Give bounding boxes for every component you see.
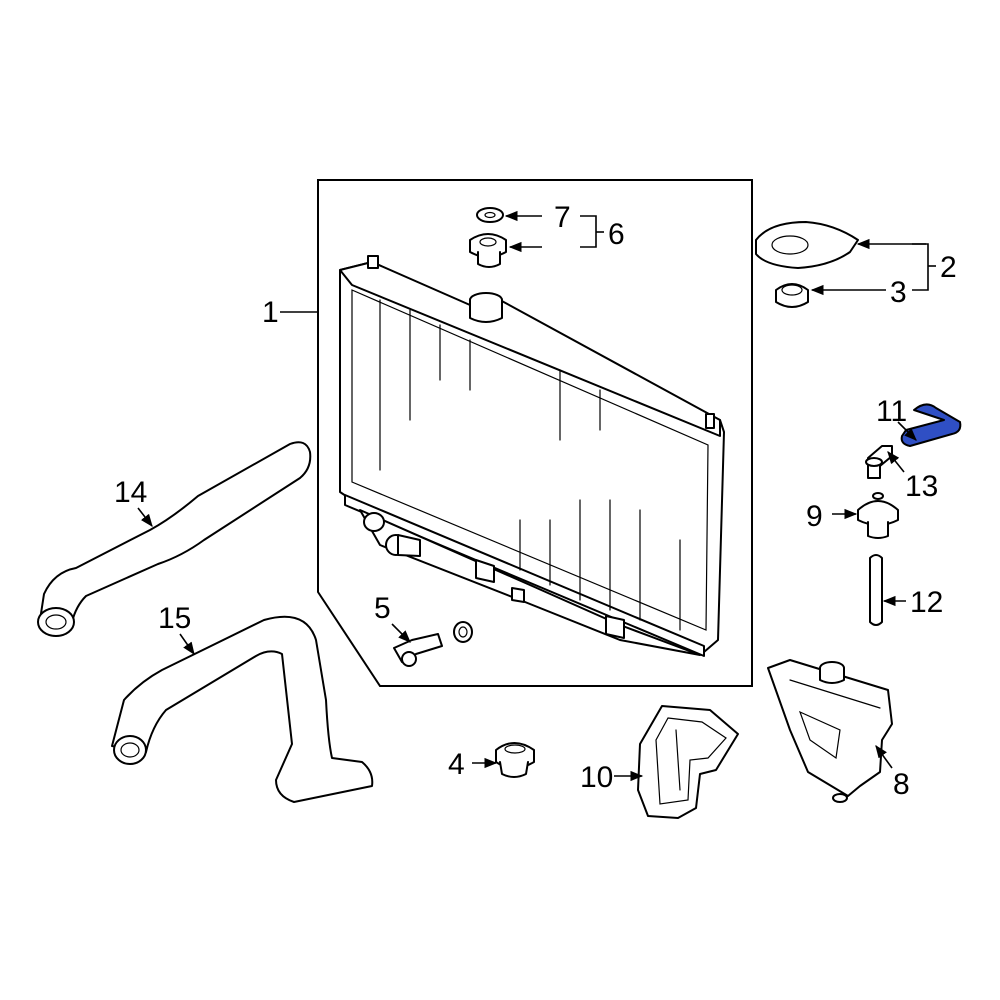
callout-11: 11 <box>876 395 907 428</box>
radiator-cap[interactable] <box>469 233 507 268</box>
callout-5: 5 <box>374 592 391 625</box>
overflow-hose[interactable] <box>900 403 962 447</box>
radiator-assembly-frame <box>317 179 753 687</box>
callout-1: 1 <box>262 296 279 329</box>
radiator-mount-grommet[interactable] <box>775 283 809 308</box>
upper-radiator-hose[interactable] <box>37 441 312 637</box>
hose-fitting[interactable] <box>865 445 893 479</box>
callout-15: 15 <box>158 602 191 635</box>
callout-9: 9 <box>806 500 823 533</box>
drain-plug[interactable] <box>393 621 473 667</box>
radiator[interactable] <box>339 255 725 657</box>
callout-4: 4 <box>448 748 465 781</box>
callout-10: 10 <box>580 761 613 794</box>
callout-13: 13 <box>905 470 938 503</box>
radiator-mount-bracket[interactable] <box>755 221 859 269</box>
callout-7: 7 <box>554 201 571 234</box>
callout-2: 2 <box>940 251 957 284</box>
callout-6: 6 <box>608 218 625 251</box>
coolant-reservoir[interactable] <box>767 659 893 803</box>
reservoir-cap[interactable] <box>857 492 899 539</box>
lower-radiator-hose[interactable] <box>111 615 374 803</box>
callout-12: 12 <box>910 586 943 619</box>
cap-washer[interactable] <box>476 207 504 223</box>
callout-14: 14 <box>114 476 147 509</box>
reservoir-tube[interactable] <box>869 554 883 626</box>
lower-mount-grommet[interactable] <box>495 742 535 778</box>
reservoir-bracket[interactable] <box>637 705 739 819</box>
callout-3: 3 <box>890 276 907 309</box>
callout-8: 8 <box>893 768 910 801</box>
